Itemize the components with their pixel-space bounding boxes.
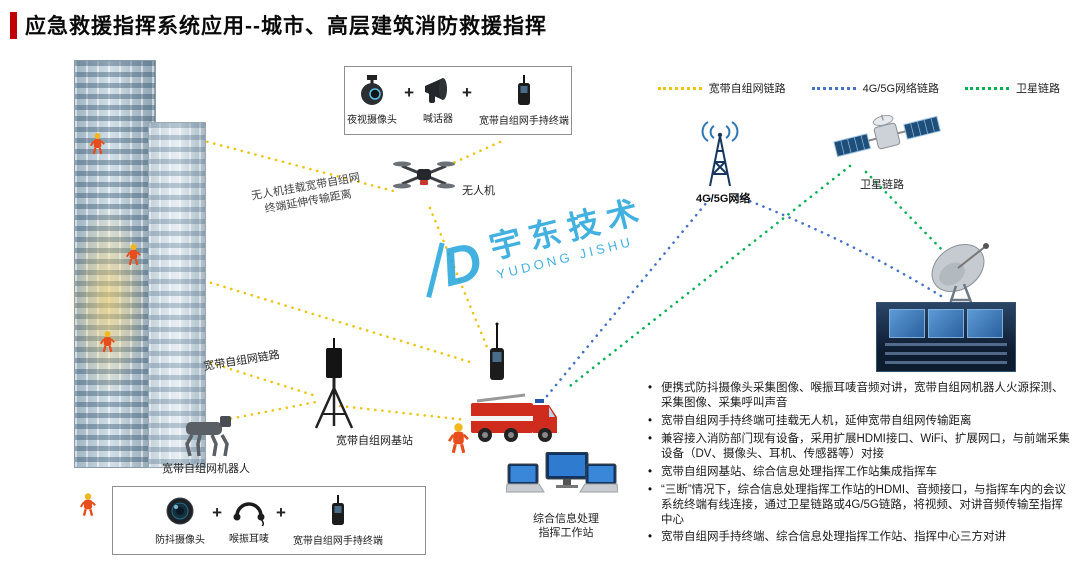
link-robot-basestation [222,400,318,422]
fire-glow [68,206,148,396]
link-satellite-truck [568,164,852,388]
legend-label: 卫星链路 [1016,83,1060,95]
drone-icon [393,161,455,189]
firefighter-icon [448,423,469,454]
bullet-item: 宽带自组网手持终端可挂载无人机，延伸宽带自组网传输距离 [648,414,1072,429]
command-center-image [876,302,1016,372]
bullet-item: 兼容接入消防部门现有设备，采用扩展HDMI接口、WiFi、扩展网口，与前端采集设… [648,432,1072,462]
title-accent-bar [10,11,17,39]
highrise-building [62,56,212,472]
firefighter-icon [126,244,141,266]
equipment-item: 宽带自组网手持终端 [293,494,383,547]
bullet-item: “三断”情况下，综合信息处理指挥工作站的HDMI、音频接口，与指挥车内的会议系统… [648,483,1072,528]
command-center-screens [889,309,1003,338]
equipment-item: 宽带自组网手持终端 [479,74,569,127]
equipment-item: 喊话器 [421,76,455,125]
header: 应急救援指挥系统应用--城市、高层建筑消防救援指挥 [10,10,547,40]
equipment-label: 喉振耳唛 [229,534,269,545]
feature-bullet-list: 便携式防抖摄像头采集图像、喉振耳唛音频对讲，宽带自组网机器人火源探测、采集图像、… [648,381,1072,548]
handheld-terminal-icon [490,322,504,380]
plus-sign: + [462,82,472,102]
building-tower-side [148,122,206,468]
firefighter-icon [80,493,96,516]
robot-dog-icon [185,416,231,457]
satellite-line-sample [965,86,1009,90]
workstation-label: 综合信息处理 指挥工作站 [533,513,599,540]
megaphone-icon [425,78,447,103]
base-station-label: 宽带自组网基站 [336,435,413,447]
satellite-link-label: 卫星链路 [860,179,904,191]
equipment-label: 喊话器 [423,114,453,125]
page-title: 应急救援指挥系统应用--城市、高层建筑消防救援指挥 [25,15,547,38]
firefighter-icon [90,133,105,155]
equipment-label: 宽带自组网手持终端 [292,536,383,547]
cellular-label: 4G/5G网络 [696,193,751,205]
equipment-label: 宽带自组网手持终端 [478,116,569,127]
broadband-line-sample [657,86,702,90]
legend-item-4g5g: 4G/5G网络链路 [811,80,939,96]
link-building-drone [123,118,399,194]
legend-item-satellite: 卫星链路 [965,80,1060,96]
night-vision-camera-icon [361,75,384,105]
equipment-group-firefighter-kit: 防抖摄像头 + 喉振耳唛 + 宽带自组网手持终端 [112,486,426,555]
satellite-dish-icon [931,243,989,311]
bullet-item: 便携式防抖摄像头采集图像、喉振耳唛音频对讲，宽带自组网机器人火源探测、采集图像、… [648,381,1072,411]
fire-truck-icon [471,393,557,442]
handheld-terminal-icon [331,495,344,525]
equipment-item: 夜视摄像头 [347,75,397,126]
firefighter-icon [100,331,115,353]
equipment-group-handheld-kit: 夜视摄像头 + 喊话器 + 宽带自组网手持终端 [344,66,572,135]
throat-mic-icon [233,502,265,526]
link-truck-4g5g-tower [545,194,714,398]
cellular-tower-icon [701,121,739,187]
bullet-item: 宽带自组网手持终端、综合信息处理指挥工作站、指挥中心三方对讲 [648,530,1072,545]
link-tower-commandcenter [735,194,943,298]
link-satellite-dish [864,170,952,260]
base-station-icon [314,338,354,429]
plus-sign: + [212,502,222,522]
plus-sign: + [276,502,286,522]
link-building-basestation [168,348,318,398]
robot-label: 宽带自组网机器人 [162,463,250,475]
legend-item-broadband: 宽带自组网链路 [657,80,786,96]
equipment-item: 喉振耳唛 [229,496,269,545]
link-basestation-truck [338,404,468,422]
stabilized-camera-icon [166,497,194,525]
plus-sign: + [404,82,414,102]
drone-label: 无人机 [462,185,495,197]
legend: 宽带自组网链路 4G/5G网络链路 卫星链路 [657,80,1060,96]
equipment-label: 防抖摄像头 [155,535,206,546]
legend-label: 宽带自组网链路 [708,83,786,95]
legend-label: 4G/5G网络链路 [862,83,939,95]
handheld-terminal-icon [517,75,530,105]
workstation-icon [506,452,618,493]
cellular-line-sample [811,86,856,90]
bullet-item: 宽带自组网基站、综合信息处理指挥工作站集成指挥车 [648,465,1072,480]
satellite-icon [833,114,941,158]
command-center-desks [885,343,1007,367]
equipment-item: 防抖摄像头 [155,495,205,546]
equipment-label: 夜视摄像头 [347,115,398,126]
link-handheld-drone [431,140,502,174]
